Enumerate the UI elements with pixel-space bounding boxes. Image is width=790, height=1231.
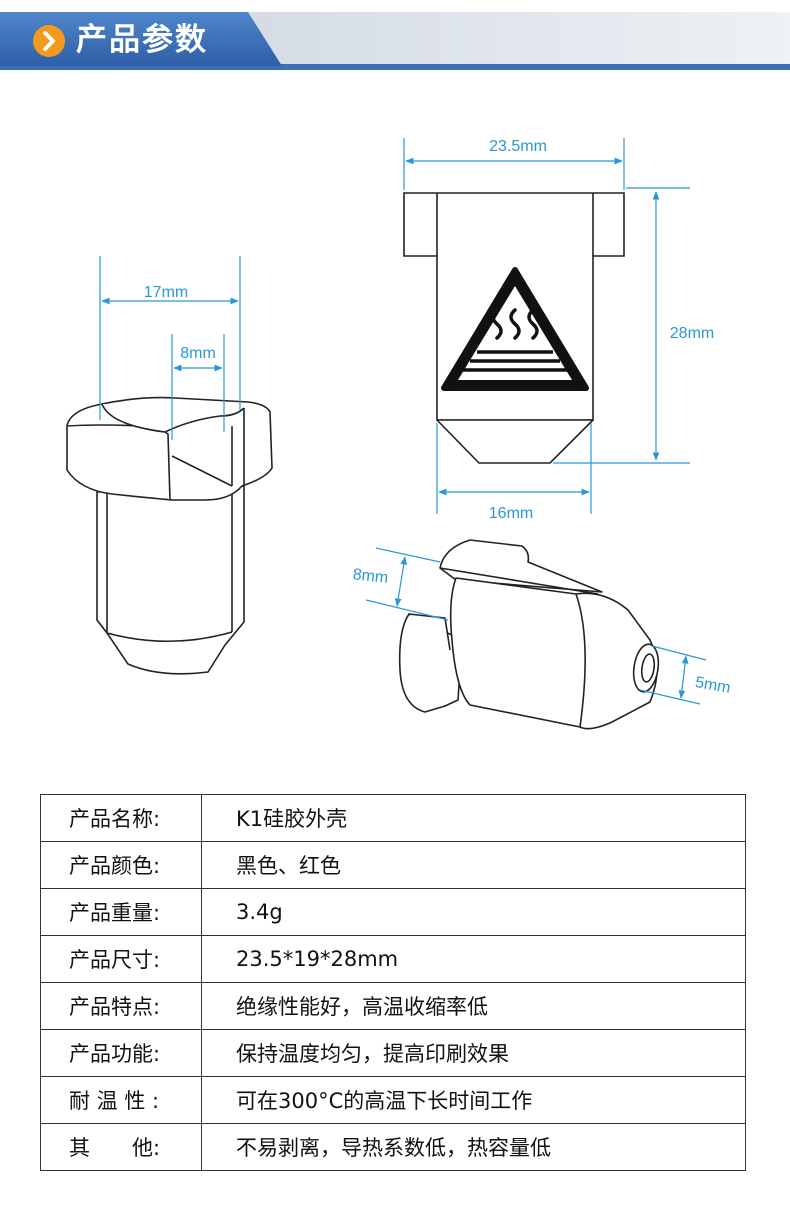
- section-header: 产品参数: [0, 0, 790, 74]
- spec-label: 耐 温 性 :: [40, 1076, 202, 1124]
- dim-side-slot: 8mm: [352, 566, 389, 587]
- chevron-right-icon: [33, 25, 65, 57]
- spec-value: 3.4g: [201, 888, 746, 936]
- spec-value: 绝缘性能好，高温收缩率低: [201, 982, 746, 1030]
- spec-row-function: 产品功能: 保持温度均匀，提高印刷效果: [40, 1029, 746, 1077]
- spec-value: 23.5*19*28mm: [201, 935, 746, 983]
- dim-bottom-width: 16mm: [489, 505, 533, 522]
- side-dimensions: [365, 547, 707, 705]
- spec-value: K1硅胶外壳: [201, 794, 746, 842]
- dim-height: 28mm: [670, 325, 714, 342]
- dim-left-slot: 8mm: [180, 345, 216, 362]
- spec-value: 不易剥离，导热系数低，热容量低: [201, 1123, 746, 1171]
- header-band: [0, 12, 790, 70]
- spec-row-color: 产品颜色: 黑色、红色: [40, 841, 746, 889]
- spec-label: 产品尺寸:: [40, 935, 202, 983]
- spec-label: 其 他:: [40, 1123, 202, 1171]
- spec-table: 产品名称: K1硅胶外壳 产品颜色: 黑色、红色 产品重量: 3.4g 产品尺寸…: [40, 794, 746, 1171]
- spec-row-size: 产品尺寸: 23.5*19*28mm: [40, 935, 746, 983]
- spec-row-weight: 产品重量: 3.4g: [40, 888, 746, 936]
- spec-row-heat-resistance: 耐 温 性 : 可在300°C的高温下长时间工作: [40, 1076, 746, 1124]
- dim-top-width: 23.5mm: [489, 138, 547, 155]
- heat-warning-icon: [441, 267, 589, 391]
- left-dimensions: [99, 256, 241, 440]
- section-title: 产品参数: [76, 22, 208, 58]
- spec-value: 可在300°C的高温下长时间工作: [201, 1076, 746, 1124]
- perspective-view-side: [398, 539, 660, 730]
- spec-row-name: 产品名称: K1硅胶外壳: [40, 794, 746, 842]
- spec-label: 产品名称:: [40, 794, 202, 842]
- dim-left-width: 17mm: [144, 284, 188, 301]
- product-drawing: 23.5mm 28mm 16mm 17mm 8mm: [66, 138, 732, 730]
- spec-label: 产品特点:: [40, 982, 202, 1030]
- spec-row-other: 其 他: 不易剥离，导热系数低，热容量低: [40, 1123, 746, 1171]
- perspective-view-left: [66, 396, 273, 675]
- spec-row-features: 产品特点: 绝缘性能好，高温收缩率低: [40, 982, 746, 1030]
- spec-label: 产品颜色:: [40, 841, 202, 889]
- front-dimensions: [403, 138, 690, 514]
- spec-value: 保持温度均匀，提高印刷效果: [201, 1029, 746, 1077]
- spec-label: 产品重量:: [40, 888, 202, 936]
- spec-label: 产品功能:: [40, 1029, 202, 1077]
- spec-value: 黑色、红色: [201, 841, 746, 889]
- dim-nozzle-hole: 5mm: [694, 674, 732, 697]
